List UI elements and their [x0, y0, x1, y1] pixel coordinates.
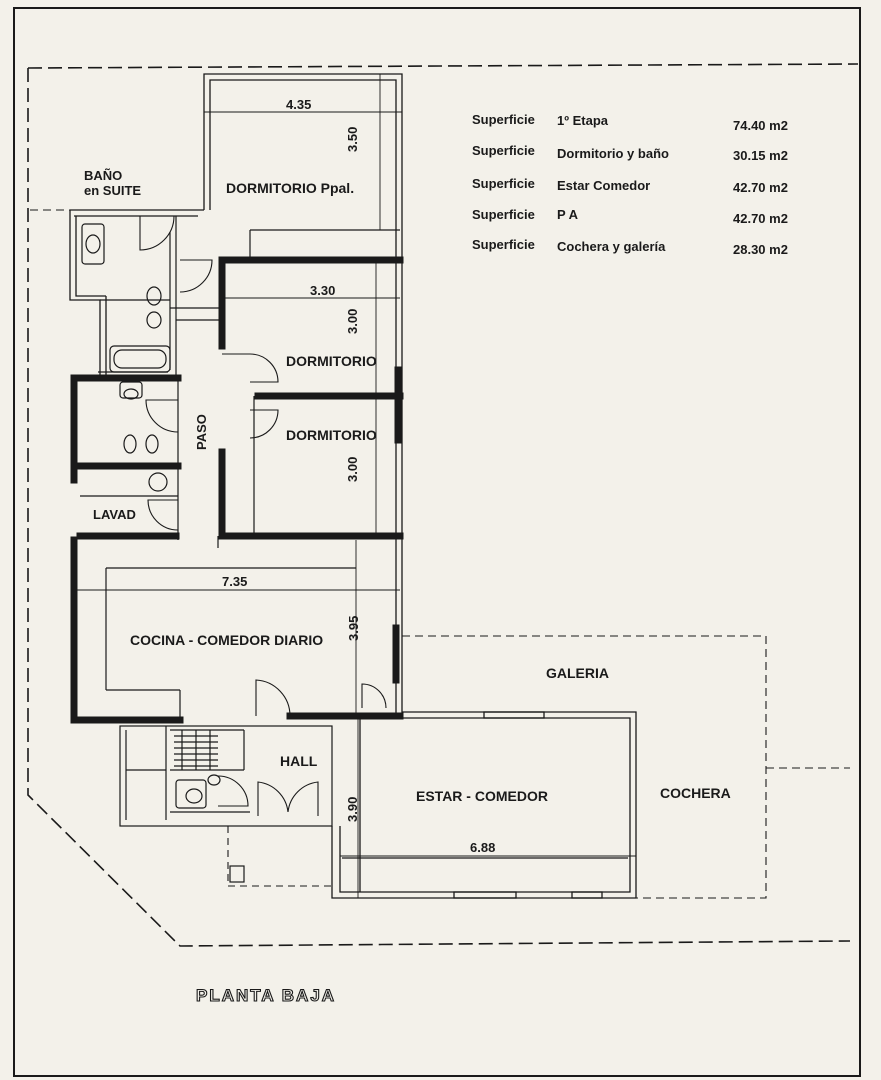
- page-border: [13, 7, 861, 1077]
- surface-table: Superficie 1º Etapa 74.40 m2 Superficie …: [472, 112, 788, 257]
- room-galeria: GALERIA: [546, 665, 609, 681]
- room-bano-suite-sub: en SUITE: [84, 183, 141, 198]
- dim-3-95: 3.95: [346, 616, 361, 641]
- surface-row-3-label: Superficie: [472, 176, 535, 191]
- dimension-lines: [74, 74, 636, 898]
- room-dormitorio-ppal: DORMITORIO Ppal.: [226, 180, 354, 196]
- dim-3-30: 3.30: [310, 283, 335, 298]
- surface-row-5-value: 28.30 m2: [733, 242, 788, 257]
- surface-row-4-item: P A: [557, 207, 579, 222]
- room-paso: PASO: [194, 414, 209, 450]
- room-hall: HALL: [280, 753, 318, 769]
- plan-title: PLANTA BAJA: [196, 986, 336, 1005]
- surface-row-4-value: 42.70 m2: [733, 211, 788, 226]
- room-dormitorio-1: DORMITORIO: [286, 353, 377, 369]
- lot-boundary: [27, 63, 859, 947]
- surface-row-1-item: 1º Etapa: [557, 113, 609, 128]
- estar-block: [331, 711, 637, 899]
- room-bano-suite: BAÑO: [84, 168, 122, 183]
- surface-row-2-value: 30.15 m2: [733, 148, 788, 163]
- surface-row-4-label: Superficie: [472, 207, 535, 222]
- room-cocina: COCINA - COMEDOR DIARIO: [130, 632, 323, 648]
- hall-block: [119, 725, 333, 883]
- surface-row-5-label: Superficie: [472, 237, 535, 252]
- room-dormitorio-2: DORMITORIO: [286, 427, 377, 443]
- entrance-path: [227, 826, 332, 887]
- surface-row-2-label: Superficie: [472, 143, 535, 158]
- interior-walls: [80, 216, 400, 720]
- door-swings: [139, 215, 387, 816]
- galeria-outline: [30, 209, 850, 899]
- bold-walls: [70, 256, 404, 724]
- dim-6-88: 6.88: [470, 840, 495, 855]
- room-cochera: COCHERA: [660, 785, 731, 801]
- surface-row-1-value: 74.40 m2: [733, 118, 788, 133]
- surface-row-5-item: Cochera y galería: [557, 239, 666, 254]
- surface-row-2-item: Dormitorio y baño: [557, 146, 669, 161]
- surface-row-3-item: Estar Comedor: [557, 178, 650, 193]
- dim-3-00-b: 3.00: [345, 457, 360, 482]
- room-estar: ESTAR - COMEDOR: [416, 788, 548, 804]
- dim-7-35: 7.35: [222, 574, 247, 589]
- surface-row-3-value: 42.70 m2: [733, 180, 788, 195]
- surface-row-1-label: Superficie: [472, 112, 535, 127]
- dim-3-50: 3.50: [345, 127, 360, 152]
- dim-3-00-a: 3.00: [345, 309, 360, 334]
- dim-3-90: 3.90: [345, 797, 360, 822]
- bathroom-fixtures: [81, 223, 221, 809]
- dim-4-35: 4.35: [286, 97, 311, 112]
- room-lavad: LAVAD: [93, 507, 136, 522]
